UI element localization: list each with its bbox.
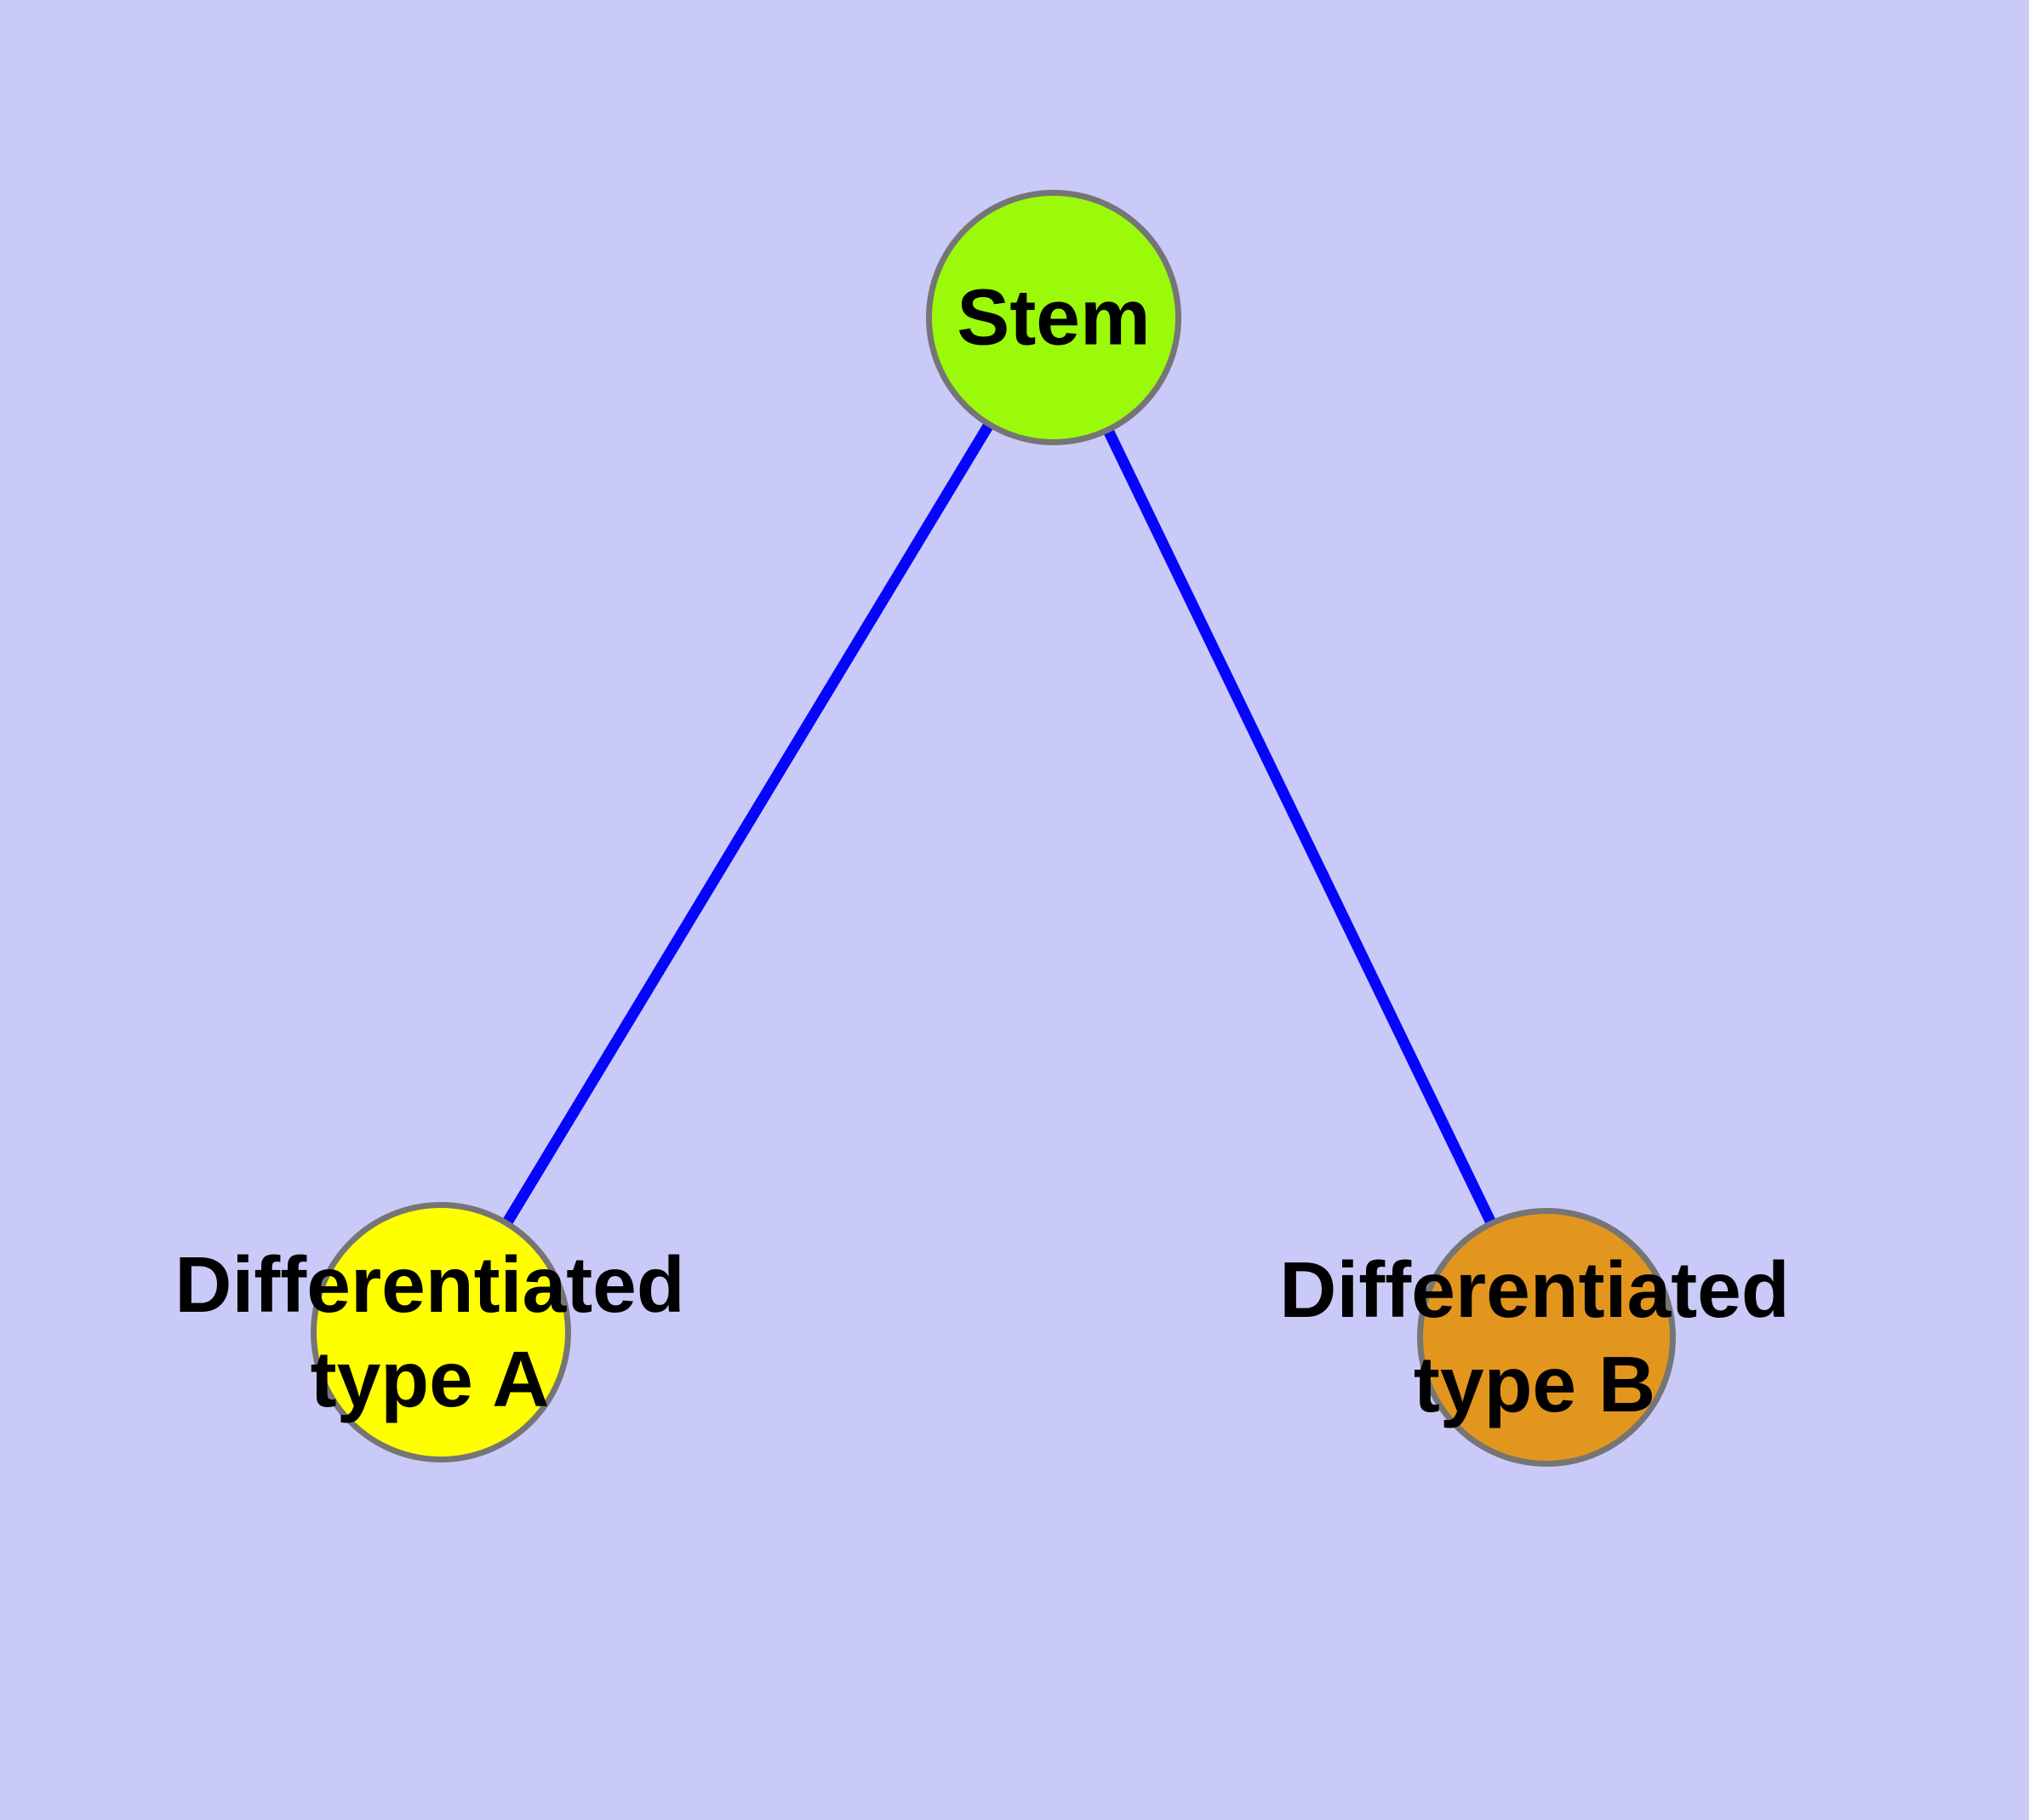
node-differentiated-type-a — [311, 1202, 571, 1462]
node-differentiated-type-b — [1417, 1208, 1676, 1467]
node-stem-label: Stem — [957, 272, 1151, 362]
edge-stem-to-type-b — [1049, 315, 1552, 1340]
edge-stem-to-type-a — [436, 314, 1059, 1336]
node-differentiated-type-b-label: Differentiated type B — [1279, 1245, 1790, 1428]
node-stem — [926, 190, 1181, 445]
node-differentiated-type-a-label: Differentiated type A — [174, 1240, 685, 1423]
